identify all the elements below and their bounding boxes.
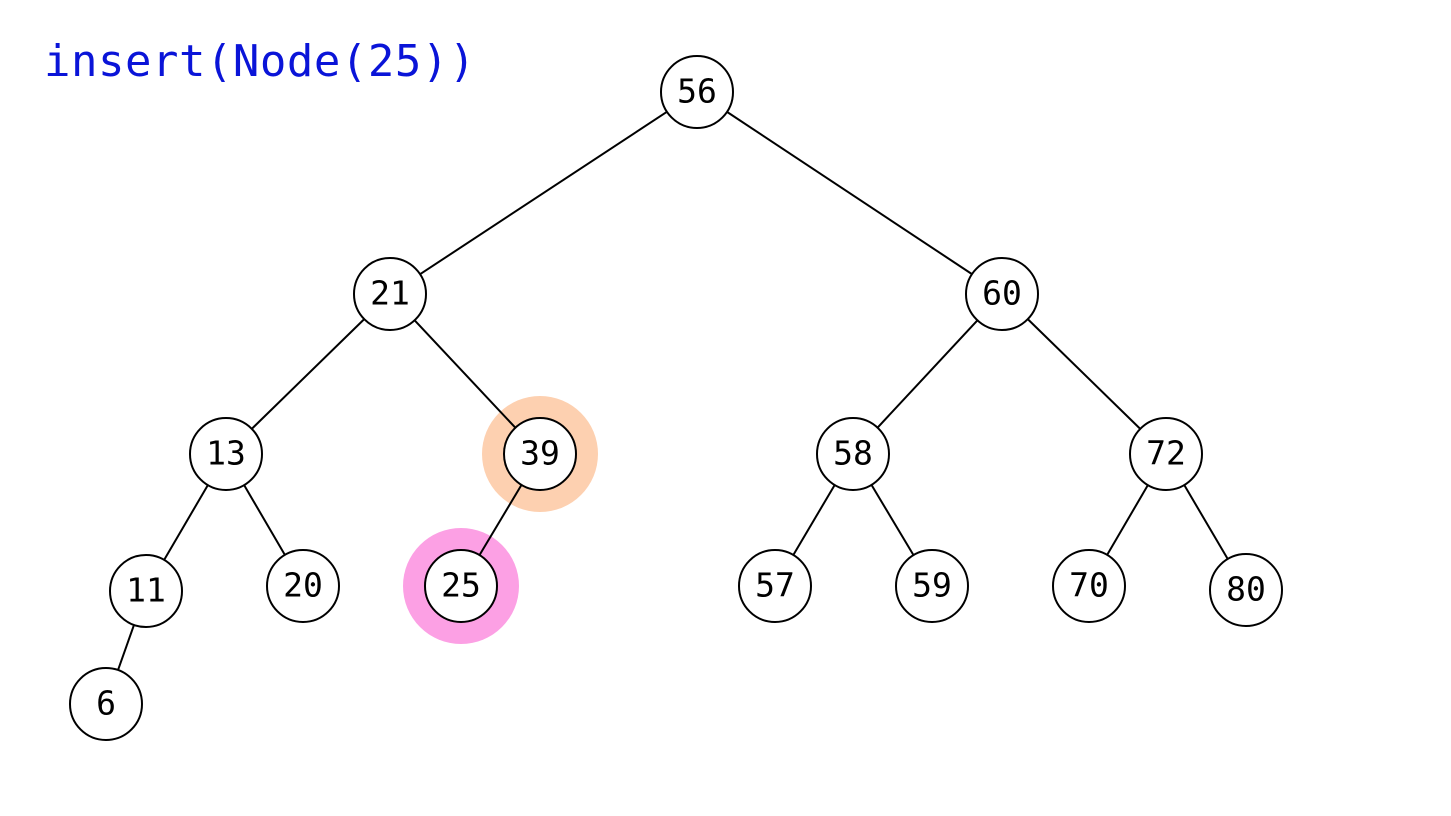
edge-72-70 xyxy=(1106,484,1149,556)
edge-11-6 xyxy=(117,624,135,671)
edge-60-72 xyxy=(1027,318,1141,430)
tree-node-58: 58 xyxy=(816,417,890,491)
tree-node-72: 72 xyxy=(1129,417,1203,491)
node-label: 20 xyxy=(283,566,323,605)
edge-layer xyxy=(117,110,1229,671)
tree-node-80: 80 xyxy=(1209,553,1283,627)
node-label: 6 xyxy=(96,684,116,723)
tree-node-20: 20 xyxy=(266,549,340,623)
tree-node-25: 25 xyxy=(424,549,498,623)
tree-node-13: 13 xyxy=(189,417,263,491)
node-label: 21 xyxy=(370,274,410,313)
node-label: 39 xyxy=(520,434,560,473)
tree-node-60: 60 xyxy=(965,257,1039,331)
node-circle xyxy=(503,417,577,491)
edge-58-59 xyxy=(870,484,915,556)
tree-node-59: 59 xyxy=(895,549,969,623)
tree-node-6: 6 xyxy=(69,667,143,741)
node-circle xyxy=(1209,553,1283,627)
node-label: 72 xyxy=(1146,434,1186,473)
tree-node-39: 39 xyxy=(503,417,577,491)
node-circle xyxy=(424,549,498,623)
edge-56-60 xyxy=(726,111,973,275)
edge-60-58 xyxy=(876,319,979,429)
edge-58-57 xyxy=(792,484,836,556)
node-label: 25 xyxy=(441,566,481,605)
edge-39-25 xyxy=(478,484,523,556)
tree-node-11: 11 xyxy=(109,554,183,628)
node-label: 59 xyxy=(912,566,952,605)
tree-node-56: 56 xyxy=(660,55,734,129)
edge-21-13 xyxy=(251,318,365,430)
edge-13-20 xyxy=(243,484,286,556)
node-circle xyxy=(816,417,890,491)
node-label: 13 xyxy=(206,434,246,473)
node-circle xyxy=(1052,549,1126,623)
tree-node-21: 21 xyxy=(353,257,427,331)
node-label: 57 xyxy=(755,566,795,605)
edge-21-39 xyxy=(413,319,517,429)
node-label: 70 xyxy=(1069,566,1109,605)
node-circle xyxy=(965,257,1039,331)
node-circle xyxy=(895,549,969,623)
node-label: 56 xyxy=(677,72,717,111)
node-label: 11 xyxy=(126,571,166,610)
tree-node-70: 70 xyxy=(1052,549,1126,623)
node-circle xyxy=(738,549,812,623)
node-circle xyxy=(109,554,183,628)
node-circle xyxy=(69,667,143,741)
edge-13-11 xyxy=(163,484,209,561)
code-caption: insert(Node(25)) xyxy=(44,36,476,87)
node-circle xyxy=(353,257,427,331)
node-circle xyxy=(189,417,263,491)
node-circle xyxy=(660,55,734,129)
edge-72-80 xyxy=(1183,484,1229,560)
tree-node-57: 57 xyxy=(738,549,812,623)
node-label: 58 xyxy=(833,434,873,473)
node-label: 80 xyxy=(1226,570,1266,609)
node-circle xyxy=(1129,417,1203,491)
node-layer: 56 21 60 13 39 58 72 11 20 25 57 59 70 80 6 xyxy=(69,55,1283,741)
node-circle xyxy=(266,549,340,623)
edge-56-21 xyxy=(419,110,668,276)
node-label: 60 xyxy=(982,274,1022,313)
